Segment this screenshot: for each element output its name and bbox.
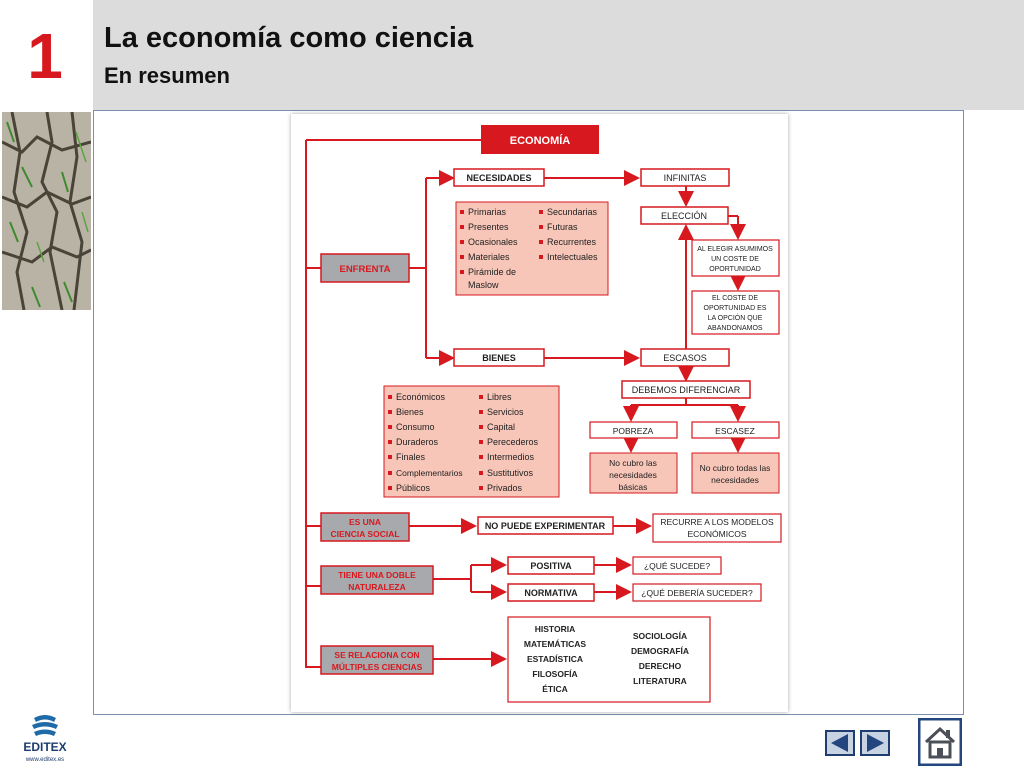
node-multiples-ciencias: SE RELACIONA CON [334,650,419,660]
bien-item: Duraderos [396,437,439,447]
bien-item: Complementarios [396,468,463,478]
node-modelos: RECURRE A LOS MODELOS [660,517,774,527]
bien-item: Consumo [396,422,435,432]
coste-text: UN COSTE DE [711,256,759,263]
chapter-number: 1 [27,20,63,92]
node-debemos-diferenciar: DEBEMOS DIFERENCIAR [632,385,741,395]
coste-text: OPORTUNIDAD [709,266,761,273]
pobreza-desc: básicas [619,482,648,492]
bien-item: Libres [487,392,512,402]
necesidad-item: Intelectuales [547,252,598,262]
node-pobreza: POBREZA [613,426,654,436]
node-bienes: BIENES [482,353,516,363]
bien-item: Intermedios [487,452,535,462]
arrow-left-icon [825,730,855,756]
necesidad-item: Pirámide de [468,267,516,277]
economia-concept-map: ECONOMÍA ENFRENTA NECESIDADES Primarias … [291,114,788,712]
ciencia-item: HISTORIA [535,624,575,634]
ciencia-item: LITERATURA [633,676,687,686]
node-enfrenta: ENFRENTA [339,264,390,275]
necesidad-item: Primarias [468,207,507,217]
pobreza-desc: necesidades [609,470,657,480]
node-que-sucede: ¿QUÉ SUCEDE? [644,561,710,571]
logo-url: www.editex.es [25,757,64,763]
node-normativa: NORMATIVA [524,588,578,598]
bien-item: Bienes [396,407,424,417]
coste-text: AL ELEGIR ASUMIMOS [697,246,773,253]
ciencia-item: DEMOGRAFÍA [631,646,689,656]
logo-text: EDITEX [23,740,66,754]
arrow-right-icon [860,730,890,756]
bien-item: Públicos [396,483,431,493]
home-icon [917,717,963,767]
oportunidad-text: LA OPCIÓN QUE [708,313,763,322]
bien-item: Servicios [487,407,524,417]
node-eleccion: ELECCIÓN [661,211,707,221]
page-title: La economía como ciencia [104,22,474,54]
home-button[interactable] [917,717,963,767]
escasez-desc: No cubro todas las [700,463,771,473]
node-no-experimentar: NO PUEDE EXPERIMENTAR [485,521,606,531]
node-ciencia-social: CIENCIA SOCIAL [330,529,399,539]
cracked-earth-photo [2,112,91,310]
pobreza-desc: No cubro las [609,458,657,468]
editex-logo[interactable]: EDITEX www.editex.es [14,712,76,764]
ciencia-item: SOCIOLOGÍA [633,631,687,641]
next-slide-button[interactable] [860,730,890,756]
header-bar [93,0,1024,110]
node-economia: ECONOMÍA [510,134,571,147]
node-escasez: ESCASEZ [715,426,755,436]
necesidad-item: Secundarias [547,207,598,217]
bien-item: Privados [487,483,523,493]
previous-slide-button[interactable] [825,730,855,756]
node-doble-naturaleza: TIENE UNA DOBLE [338,570,416,580]
necesidad-item: Presentes [468,222,509,232]
oportunidad-text: OPORTUNIDAD ES [704,305,767,312]
node-que-deberia: ¿QUÉ DEBERÍA SUCEDER? [641,588,753,598]
ciencia-item: ÉTICA [542,684,568,694]
ciencia-item: FILOSOFÍA [532,669,577,679]
node-ciencia-social: ES UNA [349,517,381,527]
oportunidad-text: EL COSTE DE [712,295,758,302]
necesidad-item: Maslow [468,280,499,290]
necesidad-item: Ocasionales [468,237,518,247]
node-infinitas: INFINITAS [664,173,707,183]
page-subtitle: En resumen [104,63,230,88]
bien-item: Económicos [396,392,446,402]
node-doble-naturaleza: NATURALEZA [348,582,405,592]
bien-item: Finales [396,452,426,462]
necesidad-item: Recurrentes [547,237,597,247]
node-necesidades: NECESIDADES [466,173,531,183]
node-escasos: ESCASOS [663,353,707,363]
bien-item: Perecederos [487,437,539,447]
bien-item: Sustitutivos [487,468,534,478]
ciencia-item: MATEMÁTICAS [524,639,586,649]
node-modelos: ECONÓMICOS [687,529,746,539]
oportunidad-text: ABANDONAMOS [707,325,763,332]
node-positiva: POSITIVA [530,561,572,571]
ciencia-item: DERECHO [639,661,682,671]
bien-item: Capital [487,422,515,432]
node-multiples-ciencias: MÚLTIPLES CIENCIAS [332,661,423,672]
necesidad-item: Futuras [547,222,578,232]
necesidad-item: Materiales [468,252,510,262]
ciencia-item: ESTADÍSTICA [527,654,583,664]
escasez-desc: necesidades [711,475,759,485]
